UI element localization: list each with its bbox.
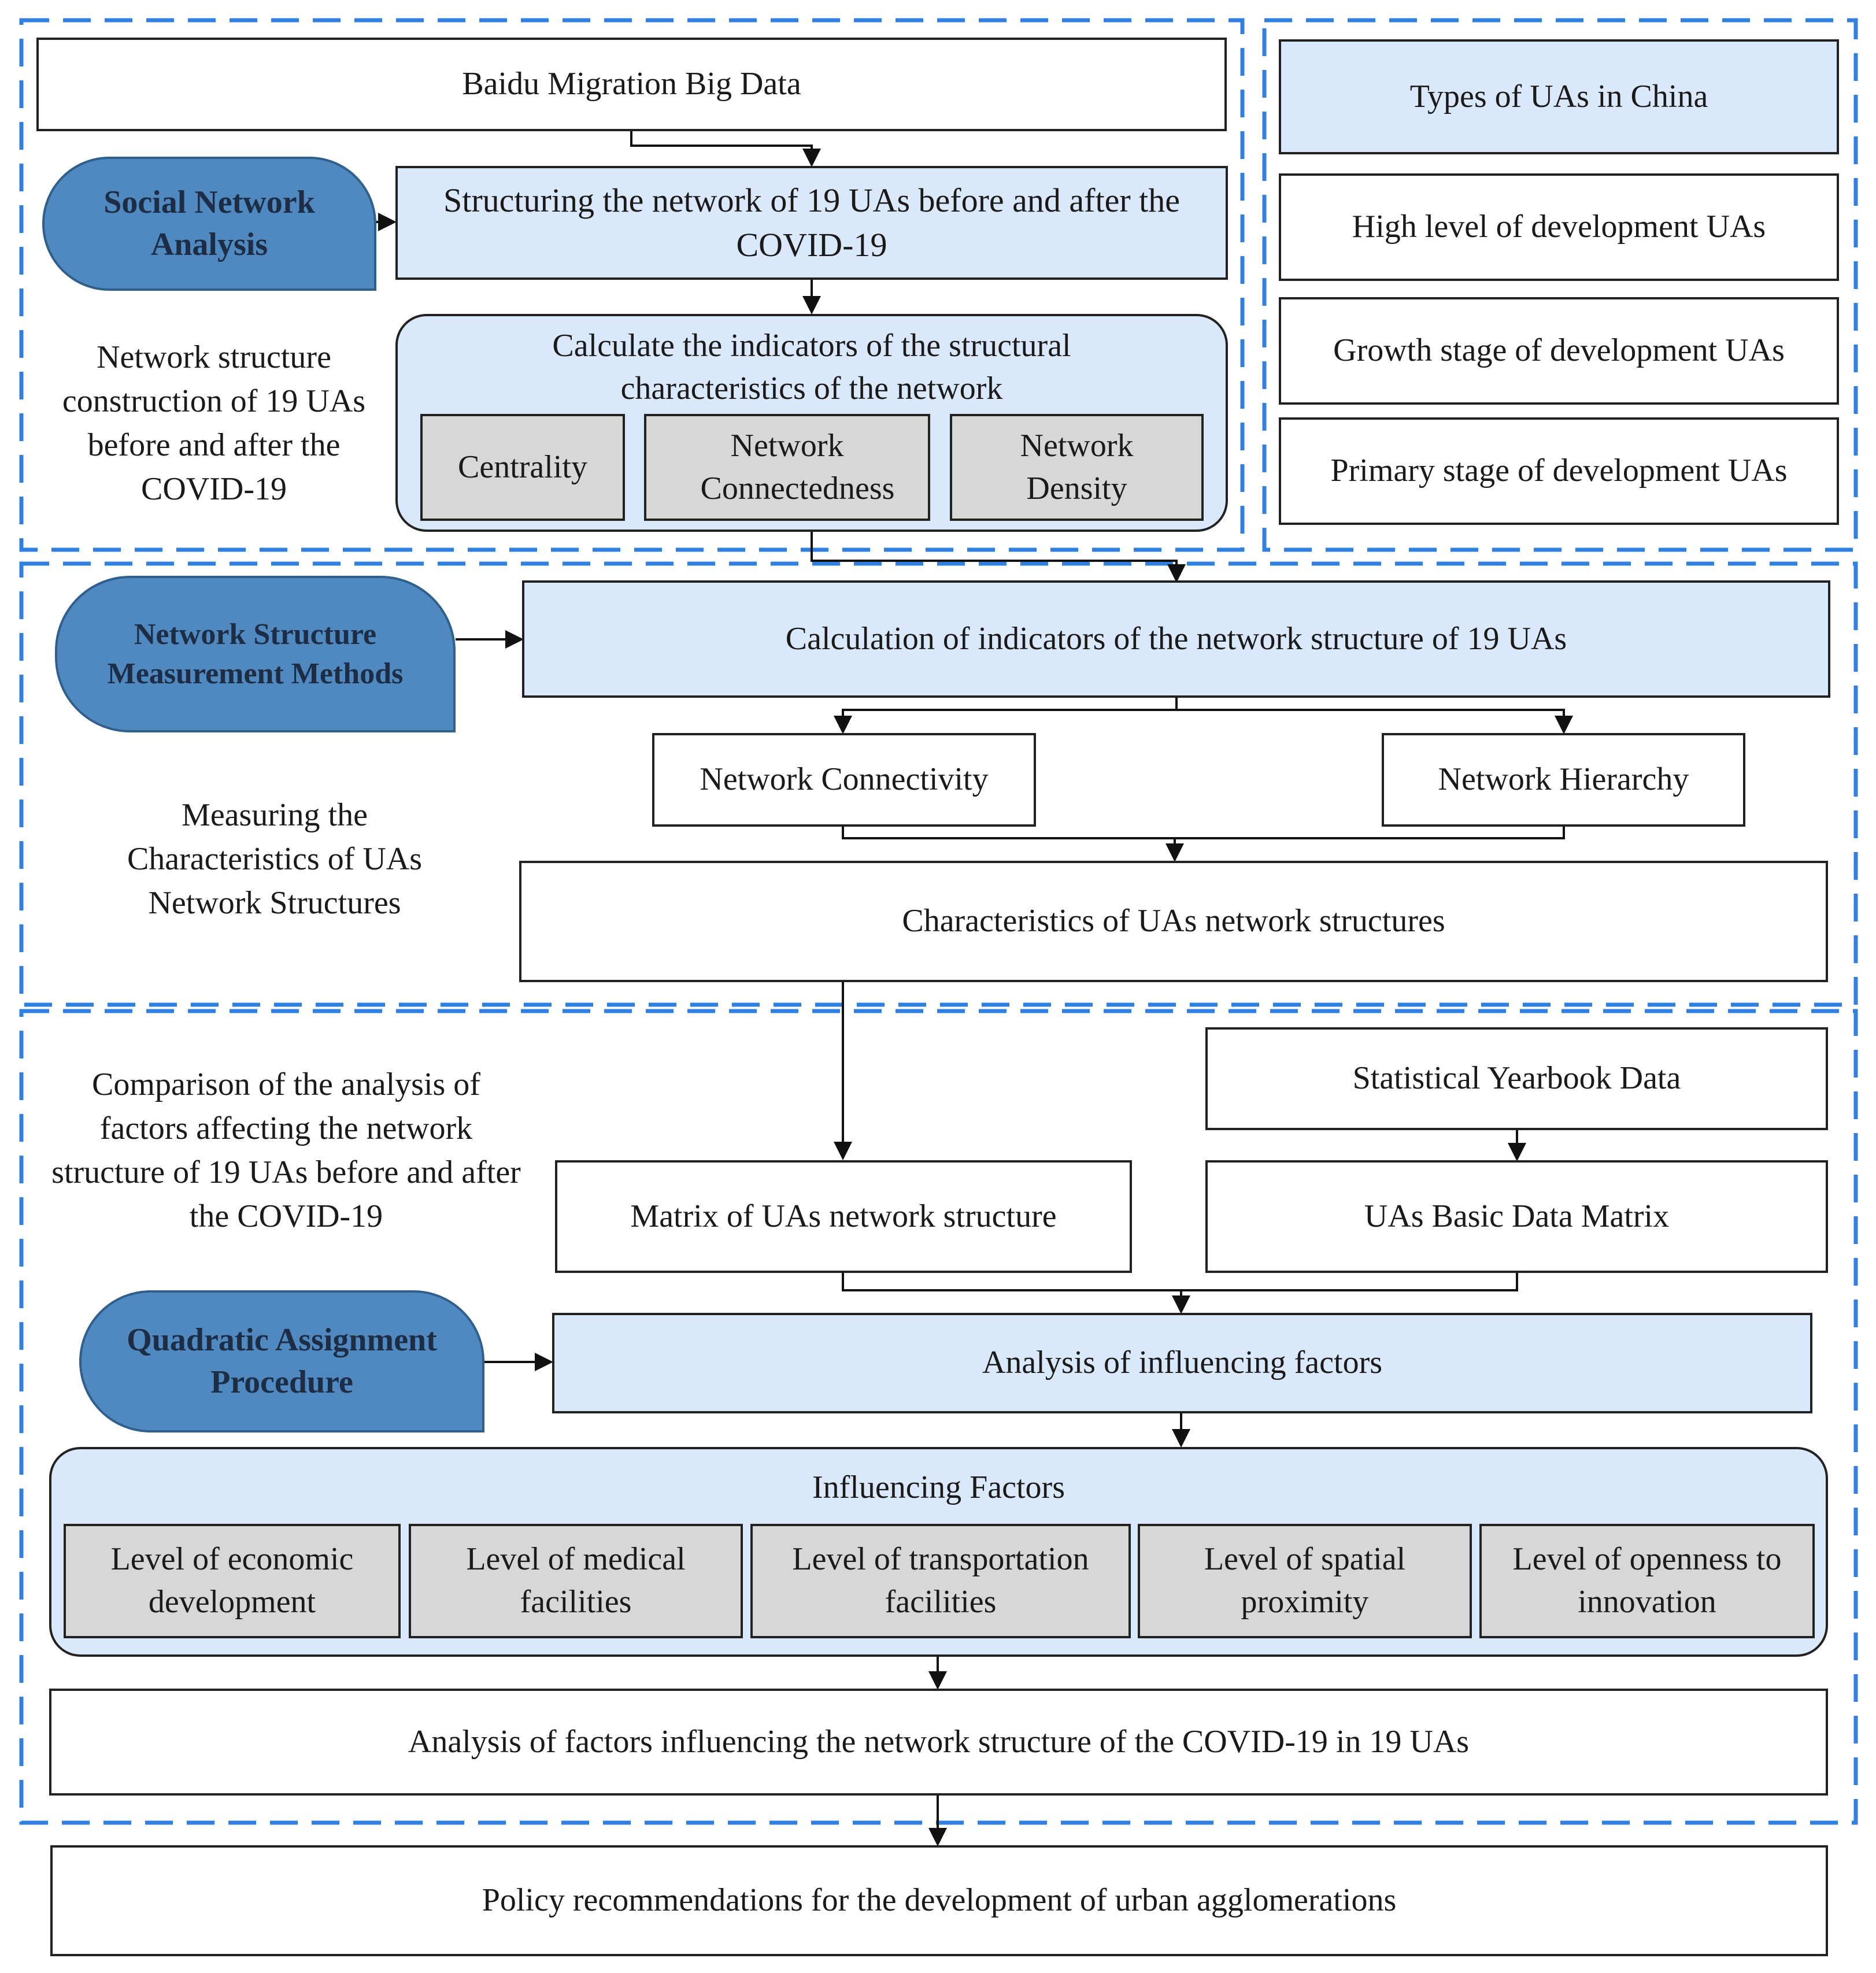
influencing-analysis-box: Analysis of influencing factors xyxy=(552,1313,1812,1413)
factor-medical-label: Level of medical facilities xyxy=(466,1541,686,1620)
arrow-basic-matrix-merge xyxy=(1181,1273,1518,1291)
indicator-centrality: Centrality xyxy=(420,414,625,521)
arrow-indicators-to-calculation xyxy=(811,532,1186,583)
source-data-box: Baidu Migration Big Data xyxy=(36,38,1227,131)
note-factor-comparison: Comparison of the analysis of factors af… xyxy=(51,1067,521,1235)
result-analysis-label: Analysis of factors influencing the netw… xyxy=(408,1723,1470,1760)
factor-transportation-label: Level of transportation facilities xyxy=(792,1541,1089,1620)
factor-openness-label: Level of openness to innovation xyxy=(1512,1541,1782,1620)
ua-type-primary: Primary stage of development UAs xyxy=(1279,417,1839,525)
ua-type-growth-label: Growth stage of development UAs xyxy=(1333,332,1785,369)
indicator-density-label: Network Density xyxy=(1020,427,1134,506)
method-network-structure-measurement: Network Structure Measurement Methods xyxy=(55,576,456,732)
ua-type-growth: Growth stage of development UAs xyxy=(1279,297,1839,405)
method-social-network-analysis: Social Network Analysis xyxy=(42,157,376,291)
basic-data-matrix-label: UAs Basic Data Matrix xyxy=(1364,1198,1670,1234)
ua-types-title-box: Types of UAs in China xyxy=(1279,39,1839,154)
yearbook-data-label: Statistical Yearbook Data xyxy=(1352,1060,1681,1097)
factor-transportation: Level of transportation facilities xyxy=(750,1524,1131,1638)
arrow-source-to-structuring xyxy=(630,131,821,167)
arrow-matrices-to-analysis xyxy=(842,1273,1190,1314)
network-matrix-box: Matrix of UAs network structure xyxy=(555,1160,1132,1273)
policy-recommendations-box: Policy recommendations for the developme… xyxy=(50,1845,1828,1956)
factor-openness: Level of openness to innovation xyxy=(1479,1524,1815,1638)
network-connectivity-label: Network Connectivity xyxy=(700,761,989,798)
calculation-indicators-box: Calculation of indicators of the network… xyxy=(522,580,1830,698)
method-quadratic-assignment: Quadratic Assignment Procedure xyxy=(79,1290,484,1432)
influencing-factors-title: Influencing Factors xyxy=(812,1469,1065,1505)
note-measuring-characteristics: Measuring the Characteristics of UAs Net… xyxy=(127,797,423,921)
factor-medical: Level of medical facilities xyxy=(409,1524,743,1638)
structuring-network-label: Structuring the network of 19 UAs before… xyxy=(443,181,1180,264)
arrow-connectivity-to-characteristics xyxy=(842,827,1184,862)
network-hierarchy-label: Network Hierarchy xyxy=(1438,761,1689,798)
calculation-indicators-label: Calculation of indicators of the network… xyxy=(785,620,1567,657)
factor-spatial: Level of spatial proximity xyxy=(1138,1524,1472,1638)
factor-economic: Level of economic development xyxy=(64,1524,401,1638)
indicator-connectedness: Network Connectedness xyxy=(644,414,930,521)
section-ua-types xyxy=(1262,18,1858,552)
method-social-network-analysis-label: Social Network Analysis xyxy=(103,184,315,262)
factor-spatial-label: Level of spatial proximity xyxy=(1204,1541,1406,1620)
network-characteristics-box: Characteristics of UAs network structure… xyxy=(519,861,1828,982)
indicator-connectedness-label: Network Connectedness xyxy=(700,427,895,506)
section-measurement xyxy=(19,561,1858,1007)
indicator-density: Network Density xyxy=(950,414,1204,521)
network-hierarchy-box: Network Hierarchy xyxy=(1382,733,1745,827)
ua-types-title-label: Types of UAs in China xyxy=(1409,78,1708,114)
ua-type-primary-label: Primary stage of development UAs xyxy=(1330,453,1788,489)
ua-type-high: High level of development UAs xyxy=(1279,173,1839,281)
note-network-construction: Network structure construction of 19 UAs… xyxy=(62,339,366,508)
network-connectivity-box: Network Connectivity xyxy=(652,733,1036,827)
ua-type-high-label: High level of development UAs xyxy=(1352,209,1766,245)
factor-economic-label: Level of economic development xyxy=(110,1541,354,1620)
source-data-label: Baidu Migration Big Data xyxy=(462,66,801,102)
indicator-centrality-label: Centrality xyxy=(458,449,587,485)
network-characteristics-label: Characteristics of UAs network structure… xyxy=(902,903,1445,939)
arrow-calculation-to-hierarchy xyxy=(1176,709,1573,734)
result-analysis-box: Analysis of factors influencing the netw… xyxy=(49,1689,1828,1796)
yearbook-data-box: Statistical Yearbook Data xyxy=(1205,1027,1828,1130)
influencing-analysis-label: Analysis of influencing factors xyxy=(982,1345,1383,1381)
basic-data-matrix-box: UAs Basic Data Matrix xyxy=(1205,1160,1828,1273)
network-matrix-label: Matrix of UAs network structure xyxy=(630,1198,1057,1234)
section-network-construction xyxy=(19,18,1245,552)
method-network-structure-measurement-label: Network Structure Measurement Methods xyxy=(107,617,404,690)
arrow-calculation-to-connectivity xyxy=(834,698,1178,734)
arrow-hierarchy-merge xyxy=(1175,827,1565,839)
structuring-network-box: Structuring the network of 19 UAs before… xyxy=(395,166,1228,280)
indicators-group-title: Calculate the indicators of the structur… xyxy=(552,328,1071,406)
method-quadratic-assignment-label: Quadratic Assignment Procedure xyxy=(127,1322,437,1400)
policy-recommendations-label: Policy recommendations for the developme… xyxy=(482,1882,1397,1919)
